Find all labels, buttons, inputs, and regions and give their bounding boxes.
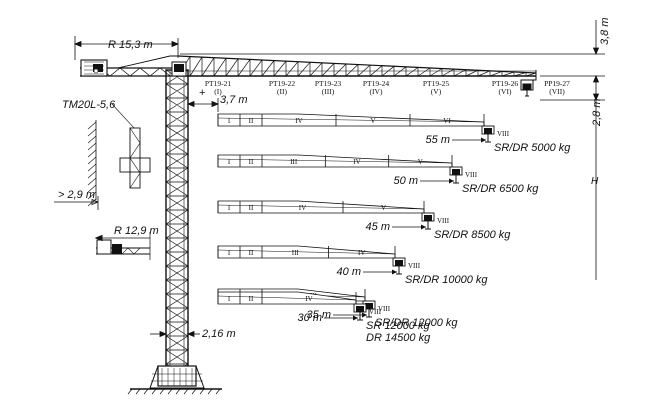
jib-section-code: PT19-21 bbox=[205, 79, 232, 88]
trolley-fill bbox=[424, 215, 432, 221]
jib-segment-label: III bbox=[290, 158, 298, 166]
radius-arrow bbox=[392, 269, 397, 275]
jib-segment-label: IV bbox=[295, 117, 302, 125]
trolley-fill bbox=[356, 306, 364, 312]
small-radius-label: R 12,9 m bbox=[114, 225, 159, 237]
tower-base bbox=[127, 365, 222, 395]
load-label: SR/DR 10000 kg bbox=[405, 274, 488, 286]
jib-offset-label: 3,7 m bbox=[220, 94, 248, 106]
jib-segment-label: I bbox=[228, 117, 231, 125]
tower-mast bbox=[165, 69, 189, 379]
top-height-label: 3,8 m bbox=[599, 17, 611, 45]
jib-segment-label: II bbox=[249, 295, 254, 303]
trolley-fill bbox=[365, 303, 373, 309]
jib-segment-label: VI bbox=[443, 117, 451, 125]
clearance-label: > 2,9 m bbox=[58, 189, 95, 201]
jib-segment-label: V bbox=[370, 117, 375, 125]
jib-segment-label: I bbox=[228, 249, 231, 257]
jib-segment-label: IV bbox=[299, 204, 306, 212]
hook-icon bbox=[357, 312, 363, 321]
jib-segment-label: V bbox=[418, 158, 423, 166]
counter-jib-radius-label: R 15,3 m bbox=[108, 39, 153, 51]
load-label: SR/DR 6500 kg bbox=[462, 183, 539, 195]
hook-icon bbox=[396, 266, 402, 275]
jib-section-roman: (IV) bbox=[370, 87, 383, 96]
base-width-label: 2,16 m bbox=[201, 328, 236, 340]
radius-label: 55 m bbox=[426, 134, 450, 146]
load-label-secondary: DR 14500 kg bbox=[366, 332, 431, 344]
radius-label: 45 m bbox=[366, 221, 390, 233]
hook-icon bbox=[366, 309, 372, 318]
radius-arrow bbox=[353, 315, 358, 321]
counter-jib bbox=[80, 55, 187, 77]
load-label: SR/DR 12000 kg bbox=[375, 317, 458, 329]
jib-segment-label: V bbox=[381, 204, 386, 212]
tip-section-label: VIII bbox=[369, 308, 382, 316]
dimension-lines bbox=[54, 20, 605, 338]
jib-segment-label: I bbox=[228, 204, 231, 212]
height-symbol: H bbox=[591, 176, 599, 187]
jib-section-code: PT19-25 bbox=[423, 79, 450, 88]
jib-section-roman: (II) bbox=[277, 87, 287, 96]
main-trolley-hook bbox=[520, 79, 534, 97]
mast-section-label: TM20L-5,6 bbox=[62, 99, 116, 111]
radius-label: 30 m bbox=[298, 312, 322, 324]
jib-segment-label: I bbox=[228, 295, 231, 303]
main-jib bbox=[177, 55, 537, 81]
trolley-fill bbox=[452, 169, 460, 175]
radius-arrow bbox=[421, 224, 426, 230]
jib-segment-label: IV bbox=[353, 158, 360, 166]
tip-section-label: VIII bbox=[437, 217, 450, 225]
jib-section-code: PT19-22 bbox=[269, 79, 296, 88]
jib-segment-label: I bbox=[228, 158, 231, 166]
tip-section-label: VIII bbox=[378, 305, 391, 313]
jib-section-roman: (I) bbox=[214, 87, 222, 96]
trolley-fill bbox=[395, 260, 403, 266]
jib-section-roman: (VI) bbox=[499, 87, 512, 96]
jib-segment-label: IV bbox=[305, 295, 312, 303]
jib-segment-label: IV bbox=[358, 249, 365, 257]
jib-segment-label: III bbox=[292, 249, 300, 257]
jib-section-code: PT19-26 bbox=[492, 79, 519, 88]
radius-arrow bbox=[362, 312, 367, 318]
small-counter-jib-detail bbox=[94, 232, 151, 260]
jib-segment-label: II bbox=[249, 158, 254, 166]
plus-sign: + bbox=[199, 87, 205, 99]
radius-arrow bbox=[481, 137, 486, 143]
jib-section-roman: (VII) bbox=[549, 87, 565, 96]
jib-section-code: PT19-23 bbox=[315, 79, 342, 88]
hook-icon bbox=[453, 175, 459, 184]
jib-section-roman: (III) bbox=[322, 87, 335, 96]
tip-section-label: VIII bbox=[465, 171, 478, 179]
radius-label: 40 m bbox=[337, 266, 361, 278]
hook-icon bbox=[485, 134, 491, 143]
jib-section-roman: (V) bbox=[431, 87, 442, 96]
hook-icon bbox=[425, 221, 431, 230]
load-label: SR 12000 kg bbox=[366, 320, 430, 332]
jib-segment-label: II bbox=[249, 249, 254, 257]
radius-arrow bbox=[449, 178, 454, 184]
jib-segment-label: II bbox=[249, 117, 254, 125]
jib-section-code: PT19-24 bbox=[363, 79, 390, 88]
tip-section-label: VIII bbox=[497, 130, 510, 138]
trolley-fill bbox=[484, 128, 492, 134]
load-label: SR/DR 5000 kg bbox=[494, 142, 571, 154]
tip-section-label: VIII bbox=[408, 262, 421, 270]
jib-section-code: PP19-27 bbox=[544, 79, 570, 88]
load-label: SR/DR 8500 kg bbox=[434, 229, 511, 241]
mast-section-detail bbox=[87, 103, 151, 207]
jib-segment-label: II bbox=[249, 204, 254, 212]
radius-label: 50 m bbox=[394, 175, 418, 187]
hook-drop-label: 2,8 m bbox=[591, 98, 603, 127]
